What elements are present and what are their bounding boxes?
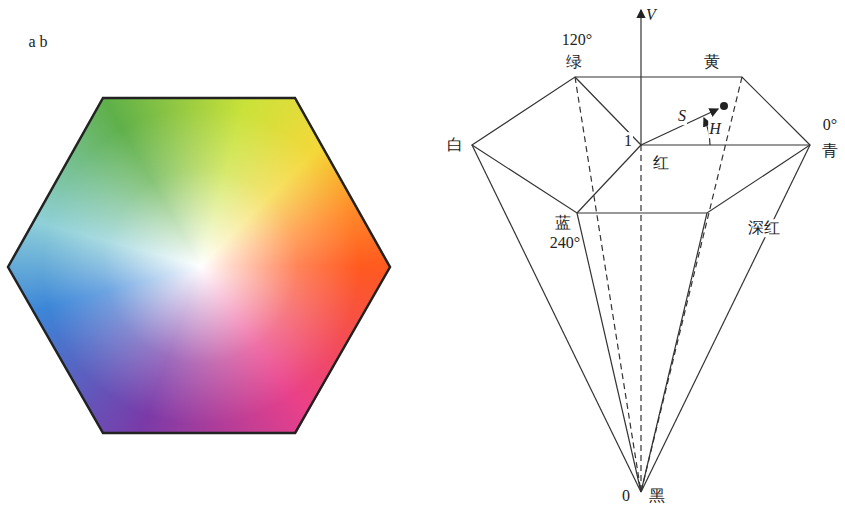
cone-edge [577, 213, 641, 492]
color-name: 红 [652, 154, 670, 172]
color-name: 绿 [566, 53, 582, 71]
hsv-hexagon [8, 98, 390, 434]
angle-label: 240° [549, 234, 581, 252]
cube-edge [577, 145, 641, 213]
hidden-edge [641, 77, 742, 492]
color-name: 黑 [649, 487, 665, 505]
value-label: 0 [622, 487, 630, 505]
color-name: 白 [447, 136, 463, 154]
cone-edge [641, 145, 810, 492]
color-name: 黄 [704, 53, 720, 71]
hidden-edge [575, 77, 641, 492]
color-name: 深红 [747, 219, 781, 237]
v-axis [640, 10, 641, 145]
hue-label: H [708, 120, 722, 138]
cone-edge [472, 145, 641, 492]
hexagon-outline [8, 98, 390, 433]
color-name: 蓝 [554, 214, 572, 232]
saturation-label: S [677, 107, 687, 125]
panel-letters: a b [28, 33, 47, 51]
axis-name: V [646, 6, 656, 24]
color-name: 青 [822, 142, 838, 160]
angle-label: 0° [823, 116, 837, 134]
angle-label: 120° [562, 31, 592, 49]
color-point [720, 102, 728, 110]
hidden-axis [640, 145, 641, 492]
value-label: 1 [623, 132, 633, 150]
